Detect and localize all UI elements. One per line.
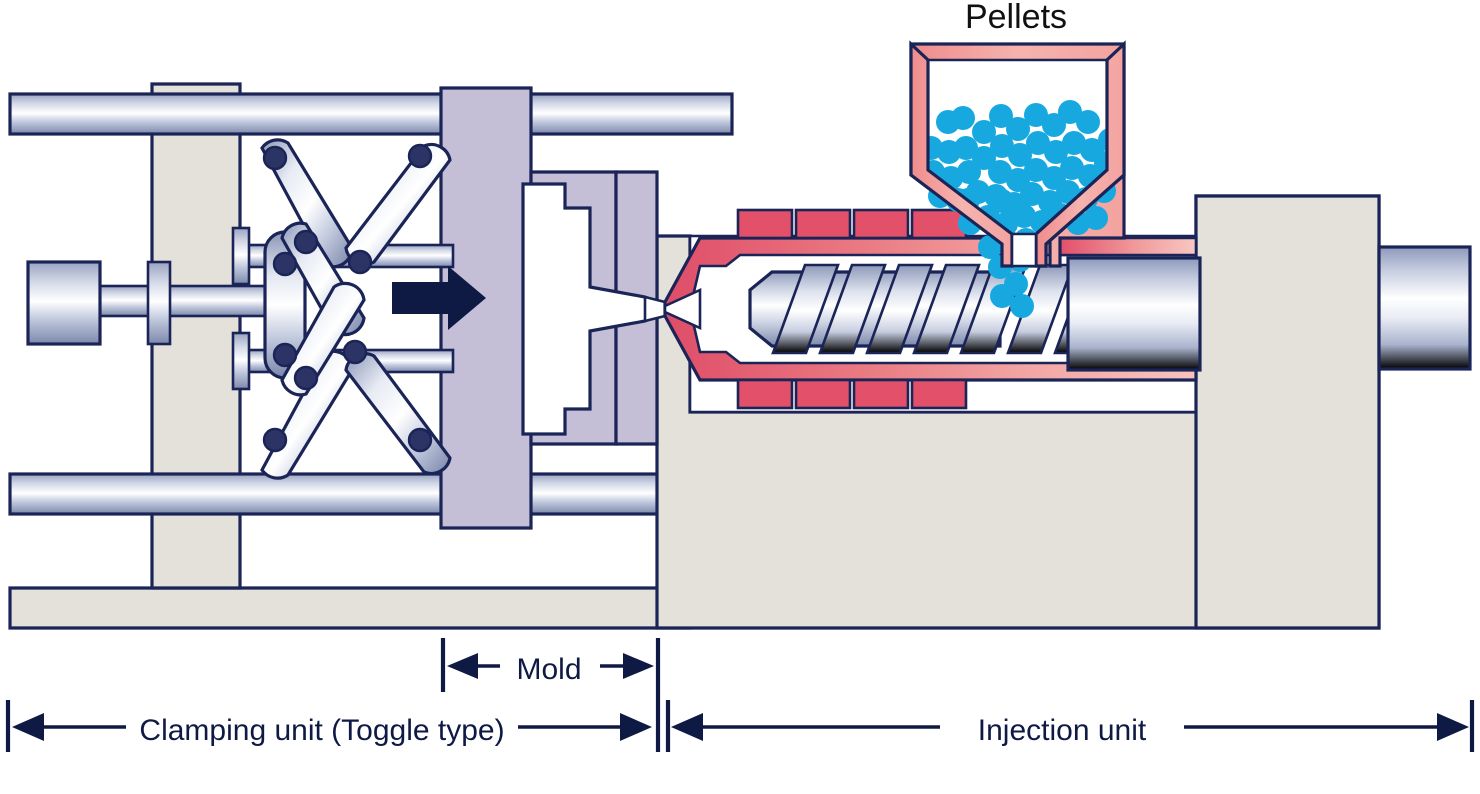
pellets-label: Pellets: [965, 0, 1067, 36]
toggle-clamp-mechanism: [26, 138, 455, 480]
heater-band: [794, 378, 852, 410]
barrel-assembly: [663, 208, 1472, 410]
nozzle-bore: [663, 287, 702, 331]
heater-band: [852, 208, 910, 240]
heater-band: [794, 208, 852, 240]
screw-flight: [1006, 263, 1075, 355]
clamp-end-plate: [150, 82, 242, 590]
injection-unit-label: Injection unit: [978, 714, 1147, 747]
hopper-throat-outlet: [1010, 232, 1038, 268]
pivot-pin: [342, 339, 368, 365]
pellet: [1008, 143, 1032, 167]
pivot-pin: [262, 427, 288, 453]
drive-housing: [1194, 194, 1381, 630]
section-dividers: [5, 638, 1475, 752]
push-rod-flange: [146, 260, 172, 346]
pellet: [1084, 206, 1108, 230]
heater-band: [910, 378, 968, 410]
pellet: [1060, 156, 1084, 180]
pellet: [951, 106, 975, 130]
pellet: [937, 140, 961, 164]
pellet: [1024, 158, 1048, 182]
pivot-pin: [293, 365, 319, 391]
pellet: [988, 160, 1012, 184]
pellet: [990, 134, 1014, 158]
hydraulic-cylinder: [26, 260, 102, 346]
toggle-pivot-pins: [262, 143, 433, 453]
heater-bands-bottom: [736, 378, 968, 410]
pivot-pin: [407, 143, 433, 169]
pellet: [989, 104, 1013, 128]
clamping-unit-label: Clamping unit (Toggle type): [139, 714, 504, 747]
heater-bands-top: [736, 208, 968, 240]
pivot-pin: [347, 249, 373, 275]
pellet: [1024, 103, 1048, 127]
tie-bar-lower: [8, 472, 692, 516]
pivot-pin: [293, 229, 319, 255]
screw-assembly: [748, 245, 1472, 372]
pellet: [1012, 204, 1036, 228]
pellet: [1058, 100, 1082, 124]
toggle-rod-collar-upper: [231, 226, 251, 286]
pellet: [957, 160, 981, 184]
tie-bar-group: [8, 92, 734, 516]
heater-band: [736, 378, 794, 410]
moving-platen: [439, 86, 533, 530]
sprue-channel: [643, 295, 667, 323]
screw-flight: [912, 263, 981, 355]
screw-flight: [865, 263, 934, 355]
drive-output-shaft: [1377, 245, 1472, 371]
toggle-rod-collar-lower: [231, 331, 251, 391]
pellet: [1006, 117, 1030, 141]
pellet: [990, 189, 1014, 213]
tie-bar-upper: [8, 92, 734, 136]
screw-rear-shaft: [1066, 256, 1202, 372]
mold-close-direction-arrow: [392, 266, 486, 330]
dimension-clamping-unit: Clamping unit (Toggle type): [12, 713, 652, 747]
pivot-pin: [262, 145, 288, 171]
pellet: [1062, 131, 1086, 155]
pellet: [1042, 113, 1066, 137]
dimension-injection-unit: Injection unit: [671, 713, 1469, 747]
pellet: [1026, 131, 1050, 155]
mold-label: Mold: [516, 653, 581, 686]
screw-flight: [818, 263, 887, 355]
feed-throat-band: [1058, 236, 1198, 257]
hopper-assembly: Pellets: [909, 0, 1126, 318]
toggle-link-upper-b: [344, 142, 452, 266]
pivot-pin: [407, 427, 433, 453]
heater-band: [852, 378, 910, 410]
machine-frame: [8, 82, 692, 630]
pellet: [972, 120, 996, 144]
base-beam-left: [8, 586, 692, 630]
screw-flight: [771, 263, 840, 355]
pellet: [1010, 294, 1034, 318]
pellet: [1076, 110, 1100, 134]
pivot-pin: [272, 251, 298, 277]
pellet: [972, 146, 996, 170]
pellet: [1020, 182, 1044, 206]
heater-band: [910, 208, 968, 240]
heater-band: [736, 208, 794, 240]
pivot-pin: [272, 342, 298, 368]
pellet: [1044, 140, 1068, 164]
pellet: [990, 284, 1014, 308]
dimension-mold: Mold: [447, 653, 654, 686]
mold-assembly: [439, 86, 667, 530]
